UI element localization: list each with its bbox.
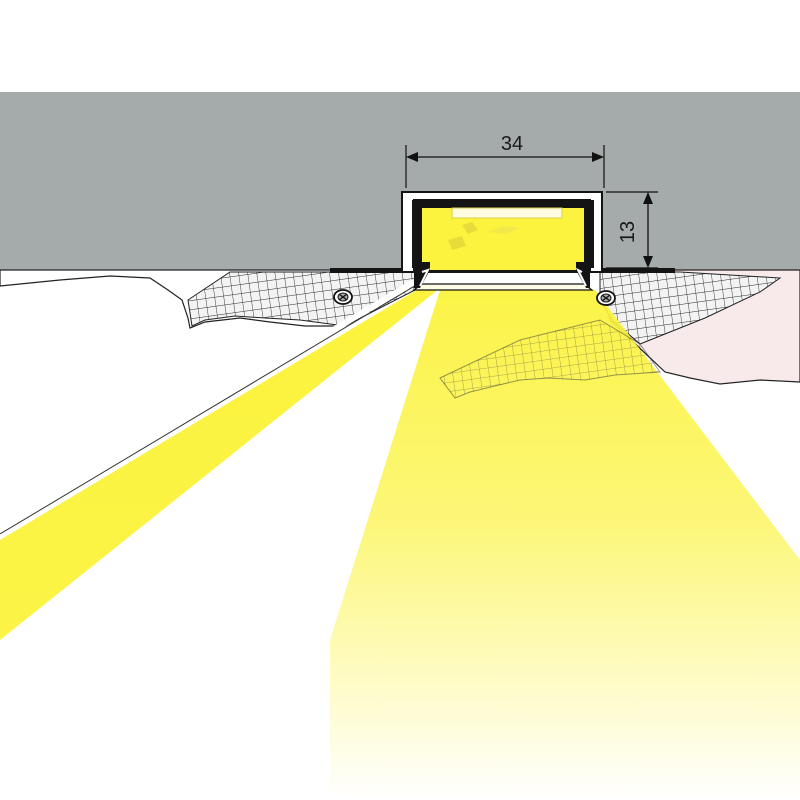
diffuser-cover xyxy=(412,283,594,291)
width-label: 34 xyxy=(501,133,523,155)
beam-edge-line xyxy=(0,283,419,535)
mesh-shadow xyxy=(439,319,661,399)
light-beam-left xyxy=(0,288,440,640)
height-label: 13 xyxy=(617,221,639,243)
interior-reflection-1 xyxy=(462,222,478,234)
beam-edge-left xyxy=(0,279,416,531)
clip-right xyxy=(576,262,590,288)
light-beam-right xyxy=(330,290,800,800)
led-strip xyxy=(451,207,563,219)
height-dimension: 13 xyxy=(606,191,658,269)
profile-channel xyxy=(412,200,594,268)
interior-reflection-2 xyxy=(448,236,466,250)
screw-icon xyxy=(596,290,616,306)
clip-highlight-left xyxy=(419,268,430,287)
clip-highlight-right xyxy=(575,267,587,287)
clip-left xyxy=(414,262,430,288)
width-dimension: 34 xyxy=(405,133,605,188)
interior-reflection-3 xyxy=(488,226,520,234)
mounting-strip xyxy=(330,268,675,273)
ceiling-slab xyxy=(0,92,800,272)
screw-icon xyxy=(333,289,353,305)
